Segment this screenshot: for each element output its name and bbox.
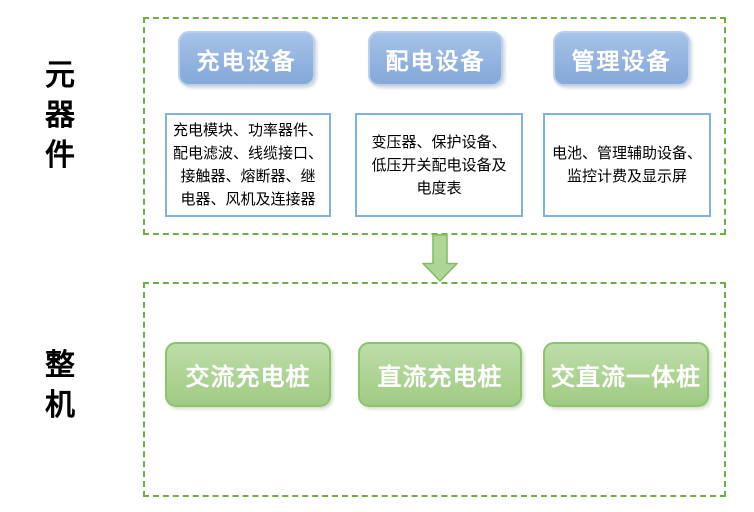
machine-ac-charging-pile: 交流充电桩 (165, 342, 331, 407)
header-distribution-equipment: 配电设备 (368, 31, 503, 86)
machine-ac-dc-integrated-pile: 交直流一体桩 (543, 342, 709, 407)
machine-dc-charging-pile: 直流充电桩 (358, 342, 522, 407)
components-section-frame: 充电设备 配电设备 管理设备 充电模块、功率器件、 配电滤波、线缆接口、 接触器… (143, 17, 726, 235)
header-management-equipment: 管理设备 (553, 31, 690, 86)
detail-charging-components: 充电模块、功率器件、 配电滤波、线缆接口、 接触器、熔断器、继 电器、风机及连接… (165, 113, 331, 217)
detail-management-components: 电池、管理辅助设备、 监控计费及显示屏 (543, 113, 711, 217)
row-label-machines: 整机 (45, 348, 75, 423)
detail-distribution-components: 变压器、保护设备、 低压开关配电设备及 电度表 (355, 113, 523, 217)
row-label-components: 元器件 (45, 58, 75, 173)
down-arrow-icon (422, 234, 458, 282)
header-charging-equipment: 充电设备 (178, 31, 315, 86)
machines-section-frame: 交流充电桩 直流充电桩 交直流一体桩 (143, 282, 726, 497)
